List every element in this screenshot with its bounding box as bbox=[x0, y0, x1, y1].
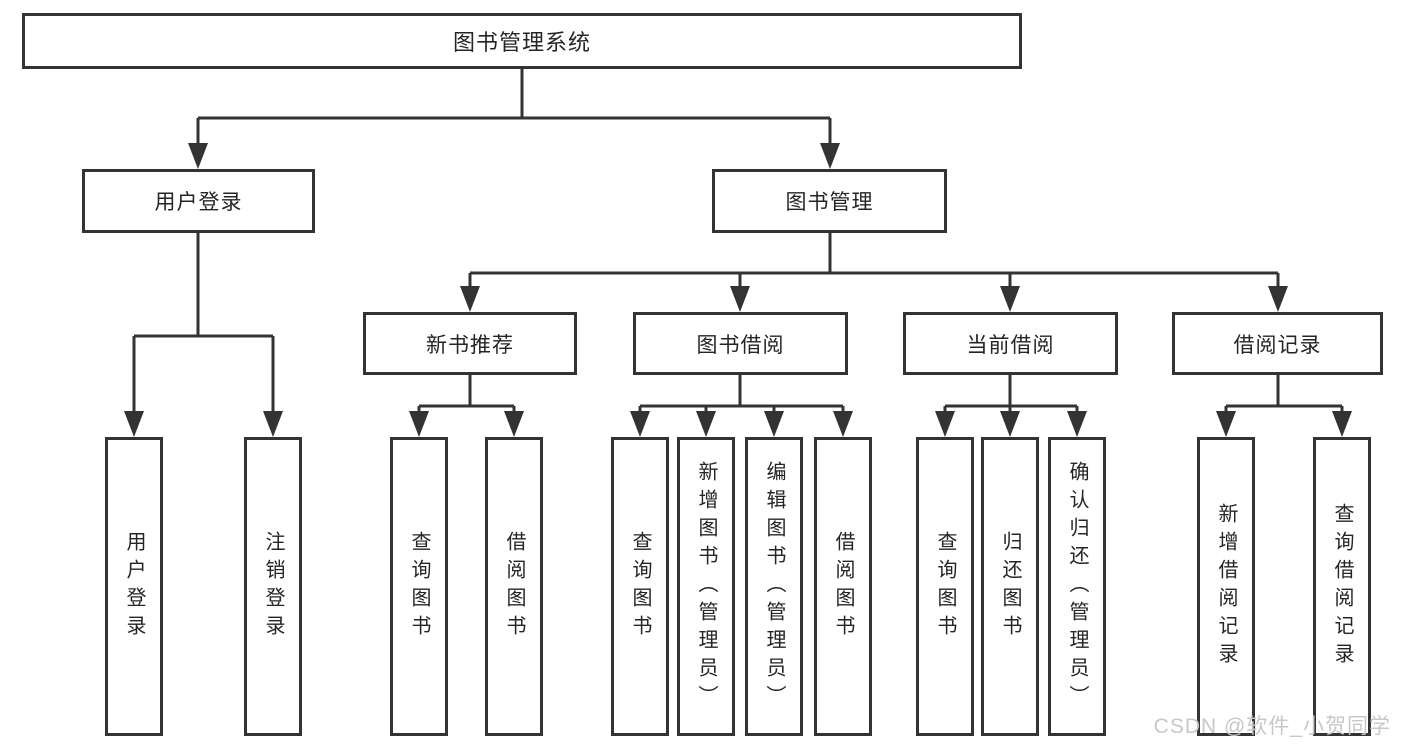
node-user-login: 用户登录 bbox=[82, 169, 315, 233]
leaf-borrow-books-recommend: 借阅图书 bbox=[485, 437, 543, 736]
leaf-query-borrow-record-label: 查询借阅记录 bbox=[1331, 502, 1353, 671]
connectors-book-management-to-level3 bbox=[460, 233, 1288, 312]
leaf-return-book: 归还图书 bbox=[981, 437, 1039, 736]
node-borrow-records: 借阅记录 bbox=[1172, 312, 1383, 375]
leaf-borrow-books: 借阅图书 bbox=[814, 437, 872, 736]
node-book-borrow-label: 图书借阅 bbox=[696, 333, 785, 357]
leaf-edit-book-admin-label: 编辑图书（管理员） bbox=[763, 460, 785, 713]
node-borrow-records-label: 借阅记录 bbox=[1233, 333, 1322, 357]
connectors-current-borrow-group bbox=[935, 375, 1087, 437]
leaf-borrow-books-label: 借阅图书 bbox=[832, 530, 854, 643]
connectors-new-book-group bbox=[409, 375, 524, 437]
node-book-borrow: 图书借阅 bbox=[633, 312, 848, 375]
arrowhead bbox=[1332, 411, 1352, 437]
leaf-user-login: 用户登录 bbox=[105, 437, 163, 736]
leaf-query-books-recommend-label: 查询图书 bbox=[408, 530, 430, 643]
leaf-add-borrow-record-label: 新增借阅记录 bbox=[1215, 502, 1237, 671]
arrowhead bbox=[1000, 286, 1020, 312]
leaf-user-login-label: 用户登录 bbox=[123, 530, 145, 643]
connectors-root-to-level2 bbox=[188, 69, 840, 169]
arrowhead bbox=[935, 411, 955, 437]
arrowhead bbox=[833, 411, 853, 437]
leaf-logout: 注销登录 bbox=[244, 437, 302, 736]
arrowhead bbox=[1067, 411, 1087, 437]
arrowhead bbox=[630, 411, 650, 437]
leaf-query-books-recommend: 查询图书 bbox=[390, 437, 448, 736]
arrowhead bbox=[124, 411, 144, 437]
arrowhead bbox=[696, 411, 716, 437]
arrowhead bbox=[1000, 411, 1020, 437]
leaf-query-books-borrow-label: 查询图书 bbox=[629, 530, 651, 643]
node-book-management: 图书管理 bbox=[712, 169, 947, 233]
leaf-query-books-borrow: 查询图书 bbox=[611, 437, 669, 736]
arrowhead bbox=[263, 411, 283, 437]
node-current-borrow: 当前借阅 bbox=[903, 312, 1118, 375]
leaf-query-books-current-label: 查询图书 bbox=[934, 530, 956, 643]
leaf-add-book-admin: 新增图书（管理员） bbox=[677, 437, 735, 736]
arrowhead bbox=[820, 143, 840, 169]
leaf-query-borrow-record: 查询借阅记录 bbox=[1313, 437, 1371, 736]
node-new-book-recommend: 新书推荐 bbox=[363, 312, 577, 375]
leaf-add-borrow-record: 新增借阅记录 bbox=[1197, 437, 1255, 736]
leaf-return-book-label: 归还图书 bbox=[999, 530, 1021, 643]
node-root: 图书管理系统 bbox=[22, 13, 1022, 69]
arrowhead bbox=[188, 143, 208, 169]
leaf-logout-label: 注销登录 bbox=[262, 530, 284, 643]
node-root-label: 图书管理系统 bbox=[452, 30, 591, 55]
arrowhead bbox=[409, 411, 429, 437]
leaf-confirm-return-admin-label: 确认归还（管理员） bbox=[1066, 460, 1088, 713]
leaf-confirm-return-admin: 确认归还（管理员） bbox=[1048, 437, 1106, 736]
arrowhead bbox=[764, 411, 784, 437]
arrowhead bbox=[1216, 411, 1236, 437]
arrowhead bbox=[504, 411, 524, 437]
connectors-user-login-group bbox=[124, 233, 283, 437]
connectors-borrow-records-group bbox=[1216, 375, 1352, 437]
node-book-management-label: 图书管理 bbox=[785, 191, 874, 214]
arrowhead bbox=[460, 286, 480, 312]
leaf-query-books-current: 查询图书 bbox=[916, 437, 974, 736]
node-new-book-recommend-label: 新书推荐 bbox=[426, 333, 514, 357]
arrowhead bbox=[730, 286, 750, 312]
connectors-book-borrow-group bbox=[630, 375, 853, 437]
arrowhead bbox=[1268, 286, 1288, 312]
leaf-borrow-books-recommend-label: 借阅图书 bbox=[503, 530, 525, 643]
leaf-add-book-admin-label: 新增图书（管理员） bbox=[695, 460, 717, 713]
node-user-login-label: 用户登录 bbox=[154, 191, 243, 214]
leaf-edit-book-admin: 编辑图书（管理员） bbox=[745, 437, 803, 736]
node-current-borrow-label: 当前借阅 bbox=[966, 333, 1055, 357]
